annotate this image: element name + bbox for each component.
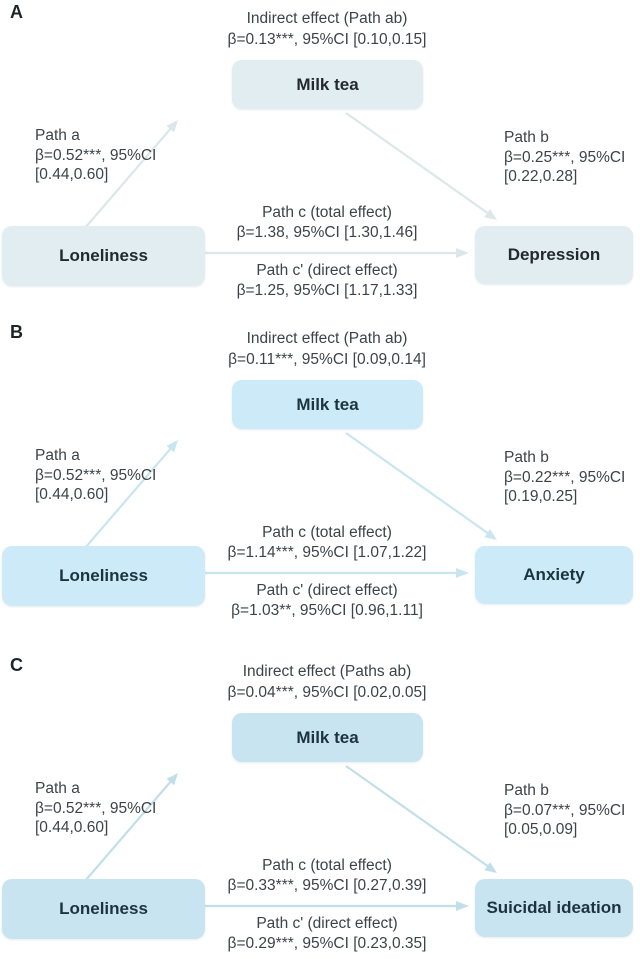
predictor-box-label: Loneliness: [59, 899, 148, 918]
mediator-box: Milk tea: [232, 713, 423, 762]
mediator-box-label: Milk tea: [296, 727, 359, 747]
panel-label: A: [10, 2, 23, 22]
indirect-effect-value: β=0.13***, 95%CI [0.10,0.15]: [227, 31, 427, 48]
indirect-effect-title: Indirect effect (Paths ab): [242, 663, 412, 680]
outcome-box: Suicidal ideation: [475, 879, 633, 937]
indirect-effect-label: Indirect effect (Path ab) β=0.11***, 95%…: [147, 328, 507, 370]
path-b-label: Path b β=0.22***, 95%CI [0.19,0.25]: [504, 448, 640, 507]
panel-c: C Indirect effect (Paths ab) β=0.04***, …: [0, 640, 640, 959]
path-c-prime-label: Path c' (direct effect) β=1.03**, 95%CI …: [147, 581, 507, 621]
path-b-ci: [0.05,0.09]: [504, 821, 578, 838]
path-b-value: β=0.07***, 95%CI: [504, 801, 626, 819]
path-a-ci: [0.44,0.60]: [35, 166, 109, 183]
path-a-value: β=0.52***, 95%CI: [35, 466, 157, 484]
panel-label: B: [10, 322, 23, 342]
path-b-title: Path b: [504, 449, 549, 466]
arrows-layer: [84, 765, 497, 911]
path-c-value: β=0.33***, 95%CI [0.27,0.39]: [227, 877, 427, 894]
indirect-effect-value: β=0.11***, 95%CI [0.09,0.14]: [228, 351, 426, 368]
panel-c-content: C Indirect effect (Paths ab) β=0.04***, …: [0, 653, 640, 959]
path-b-value: β=0.25***, 95%CI: [504, 148, 626, 166]
path-c-arrow: [205, 248, 469, 258]
mediator-box-label: Milk tea: [296, 74, 359, 94]
outcome-box: Anxiety: [475, 546, 633, 604]
path-a-label: Path a β=0.52***, 95%CI [0.44,0.60]: [35, 126, 190, 185]
path-c-value: β=1.14***, 95%CI [1.07,1.22]: [227, 544, 427, 561]
path-b-arrow: [345, 112, 497, 220]
path-c-prime-label: Path c' (direct effect) β=0.29***, 95%CI…: [147, 914, 507, 954]
indirect-effect-value: β=0.04***, 95%CI [0.02,0.05]: [227, 684, 427, 701]
path-b-arrow: [345, 432, 497, 540]
path-c-title: Path c (total effect): [262, 857, 392, 874]
outcome-box-label: Anxiety: [523, 565, 585, 584]
path-a-value: β=0.52***, 95%CI: [35, 146, 157, 164]
path-c-prime-label: Path c' (direct effect) β=1.25, 95%CI [1…: [147, 261, 507, 301]
predictor-box: Loneliness: [2, 226, 205, 286]
path-a-label: Path a β=0.52***, 95%CI [0.44,0.60]: [35, 446, 190, 505]
indirect-effect-title: Indirect effect (Path ab): [246, 10, 408, 27]
arrows-layer: [84, 432, 497, 578]
path-b-title: Path b: [504, 129, 549, 146]
path-a-arrow: [84, 773, 178, 882]
predictor-box-label: Loneliness: [59, 246, 148, 265]
panel-b-content: B Indirect effect (Path ab) β=0.11***, 9…: [0, 320, 640, 640]
path-c-prime-title: Path c' (direct effect): [256, 582, 398, 599]
path-b-ci: [0.19,0.25]: [504, 488, 578, 505]
path-a-ci: [0.44,0.60]: [35, 819, 109, 836]
path-c-prime-value: β=0.29***, 95%CI [0.23,0.35]: [227, 935, 427, 952]
panel-a: A Indirect effect (Path ab) β=0.13***, 9…: [0, 0, 640, 320]
outcome-box-label: Depression: [507, 245, 601, 264]
path-a-ci: [0.44,0.60]: [35, 486, 109, 503]
path-a-arrow: [84, 440, 178, 549]
predictor-box: Loneliness: [2, 879, 205, 939]
outcome-box: Depression: [475, 226, 633, 284]
outcome-box-label: Suicidal ideation: [486, 898, 622, 917]
path-b-value: β=0.22***, 95%CI: [504, 468, 626, 486]
mediator-box-label: Milk tea: [296, 394, 359, 414]
path-a-title: Path a: [35, 127, 80, 144]
path-a-label: Path a β=0.52***, 95%CI [0.44,0.60]: [35, 779, 190, 838]
path-c-prime-title: Path c' (direct effect): [256, 915, 398, 932]
path-b-label: Path b β=0.25***, 95%CI [0.22,0.28]: [504, 128, 640, 187]
path-b-title: Path b: [504, 782, 549, 799]
path-c-title: Path c (total effect): [262, 204, 392, 221]
path-c-label: Path c (total effect) β=0.33***, 95%CI […: [147, 856, 507, 896]
path-c-arrow: [205, 901, 469, 911]
arrows-layer: [84, 112, 497, 258]
path-c-prime-value: β=1.25, 95%CI [1.17,1.33]: [236, 282, 418, 299]
path-c-value: β=1.38, 95%CI [1.30,1.46]: [236, 224, 418, 241]
path-c-label: Path c (total effect) β=1.14***, 95%CI […: [147, 523, 507, 563]
mediator-box: Milk tea: [232, 380, 423, 429]
path-c-title: Path c (total effect): [262, 524, 392, 541]
path-a-value: β=0.52***, 95%CI: [35, 799, 157, 817]
path-c-label: Path c (total effect) β=1.38, 95%CI [1.3…: [147, 203, 507, 243]
indirect-effect-label: Indirect effect (Paths ab) β=0.04***, 95…: [147, 661, 507, 703]
predictor-box: Loneliness: [2, 546, 205, 606]
indirect-effect-title: Indirect effect (Path ab): [246, 330, 408, 347]
path-a-title: Path a: [35, 447, 80, 464]
path-a-title: Path a: [35, 780, 80, 797]
path-c-prime-title: Path c' (direct effect): [256, 262, 398, 279]
panel-b: B Indirect effect (Path ab) β=0.11***, 9…: [0, 320, 640, 640]
path-a-arrow: [84, 120, 178, 229]
panel-label: C: [10, 655, 23, 675]
panel-a-content: A Indirect effect (Path ab) β=0.13***, 9…: [0, 0, 640, 320]
indirect-effect-label: Indirect effect (Path ab) β=0.13***, 95%…: [147, 8, 507, 50]
predictor-box-label: Loneliness: [59, 566, 148, 585]
path-b-label: Path b β=0.07***, 95%CI [0.05,0.09]: [504, 781, 640, 840]
path-c-prime-value: β=1.03**, 95%CI [0.96,1.11]: [231, 602, 423, 619]
path-b-ci: [0.22,0.28]: [504, 168, 578, 185]
path-b-arrow: [345, 765, 497, 873]
mediator-box: Milk tea: [232, 60, 423, 109]
path-c-arrow: [205, 568, 469, 578]
